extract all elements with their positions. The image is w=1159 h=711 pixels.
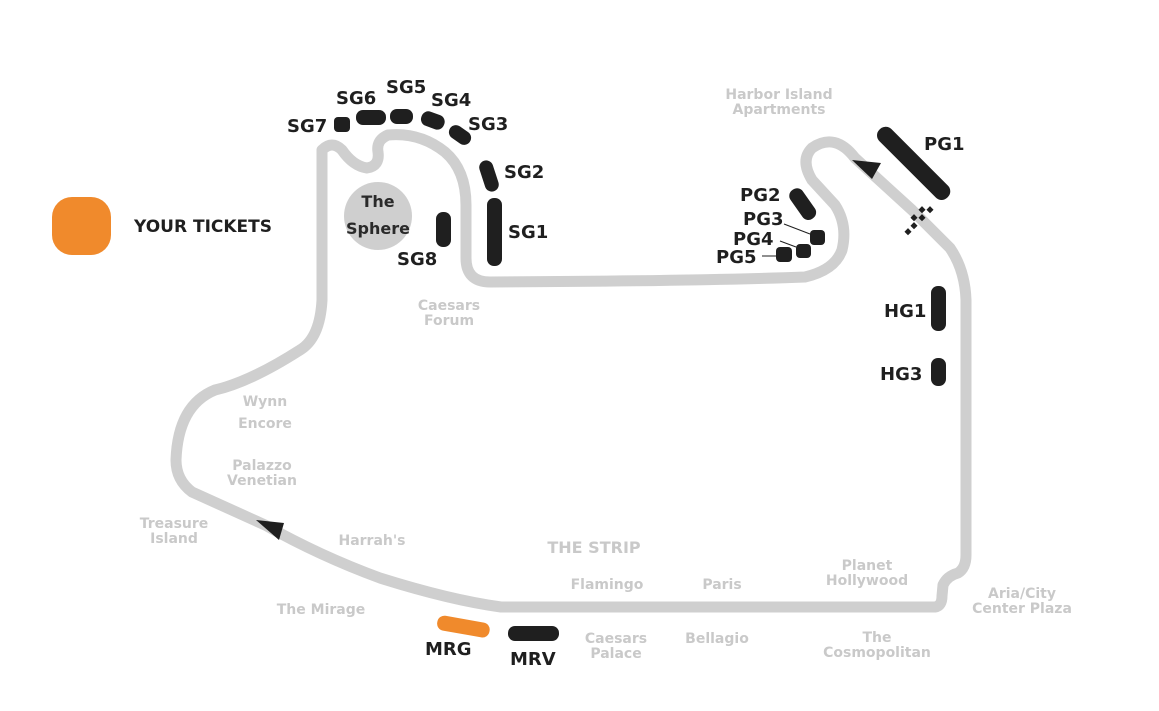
label-pg5: PG5 [716,247,757,268]
landmark-the-strip: THE STRIP [547,538,641,557]
stand-sg8[interactable] [436,212,451,247]
landmark-harrahs: Harrah's [338,533,405,549]
direction-arrow-icon [852,160,881,179]
direction-arrow-icon [256,520,284,540]
label-sg7: SG7 [287,116,327,137]
label-sg6: SG6 [336,88,376,109]
landmark-venetian: Venetian [227,473,297,489]
stand-sg7[interactable] [334,117,350,132]
stand-pg2[interactable] [787,185,819,222]
stand-sg4[interactable] [419,109,447,131]
stand-pg1[interactable] [874,123,954,203]
stand-sg5[interactable] [390,109,413,124]
landmark-cosmopolitan: The [862,630,891,646]
legend-label: YOUR TICKETS [133,217,272,237]
sphere-label-1: The [361,192,394,211]
landmark-planet-hollywood-2: Hollywood [826,573,908,589]
landmark-bellagio: Bellagio [685,631,749,647]
label-pg2: PG2 [740,185,781,206]
label-pg1: PG1 [924,134,965,155]
landmark-palazzo: Palazzo [232,458,292,474]
landmark-caesars-palace: Caesars [585,631,647,647]
landmark-caesars-palace-2: Palace [590,646,641,662]
stand-mrg[interactable] [436,615,491,639]
landmark-aria: Aria/City [988,586,1056,602]
label-sg3: SG3 [468,114,508,135]
label-sg5: SG5 [386,77,426,98]
stand-sg1[interactable] [487,198,502,266]
label-sg1: SG1 [508,222,548,243]
label-hg3: HG3 [880,364,922,385]
stand-pg5[interactable] [776,247,792,262]
sphere-landmark [344,182,412,250]
legend-swatch [52,197,111,255]
label-pg4: PG4 [733,229,774,250]
stand-hg1[interactable] [931,286,946,331]
leader-pg3 [783,223,811,235]
label-sg4: SG4 [431,90,471,111]
label-pg3: PG3 [743,209,784,230]
stand-sg6[interactable] [356,110,386,125]
landmark-treasure-island: Treasure [140,516,209,532]
label-mrg: MRG [425,639,472,660]
label-mrv: MRV [510,649,556,670]
landmark-wynn: Wynn [243,394,288,410]
landmark-flamingo: Flamingo [571,577,644,593]
landmark-harbor-island-2: Apartments [733,102,826,118]
sphere-label-2: Sphere [346,219,410,238]
stand-pg4[interactable] [796,244,811,258]
label-sg8: SG8 [397,249,437,270]
stand-mrv[interactable] [508,626,559,641]
stand-hg3[interactable] [931,358,946,386]
landmark-treasure-island-2: Island [150,531,198,547]
landmark-encore: Encore [238,416,292,432]
stand-sg2[interactable] [477,159,500,194]
landmark-harbor-island: Harbor Island [725,87,832,103]
landmark-cosmopolitan-2: Cosmopolitan [823,645,931,661]
landmark-caesars-forum: Caesars [418,298,480,314]
landmark-paris: Paris [702,577,741,593]
label-sg2: SG2 [504,162,544,183]
checkered-flag-icon [904,206,934,236]
stand-pg3[interactable] [810,230,825,245]
landmark-planet-hollywood: Planet [842,558,893,574]
landmark-the-mirage: The Mirage [277,602,365,618]
landmark-aria-2: Center Plaza [972,601,1072,617]
leader-pg4 [779,240,797,248]
stand-sg3[interactable] [446,122,474,147]
label-hg1: HG1 [884,301,926,322]
landmark-caesars-forum-2: Forum [424,313,474,329]
race-track [170,129,972,613]
